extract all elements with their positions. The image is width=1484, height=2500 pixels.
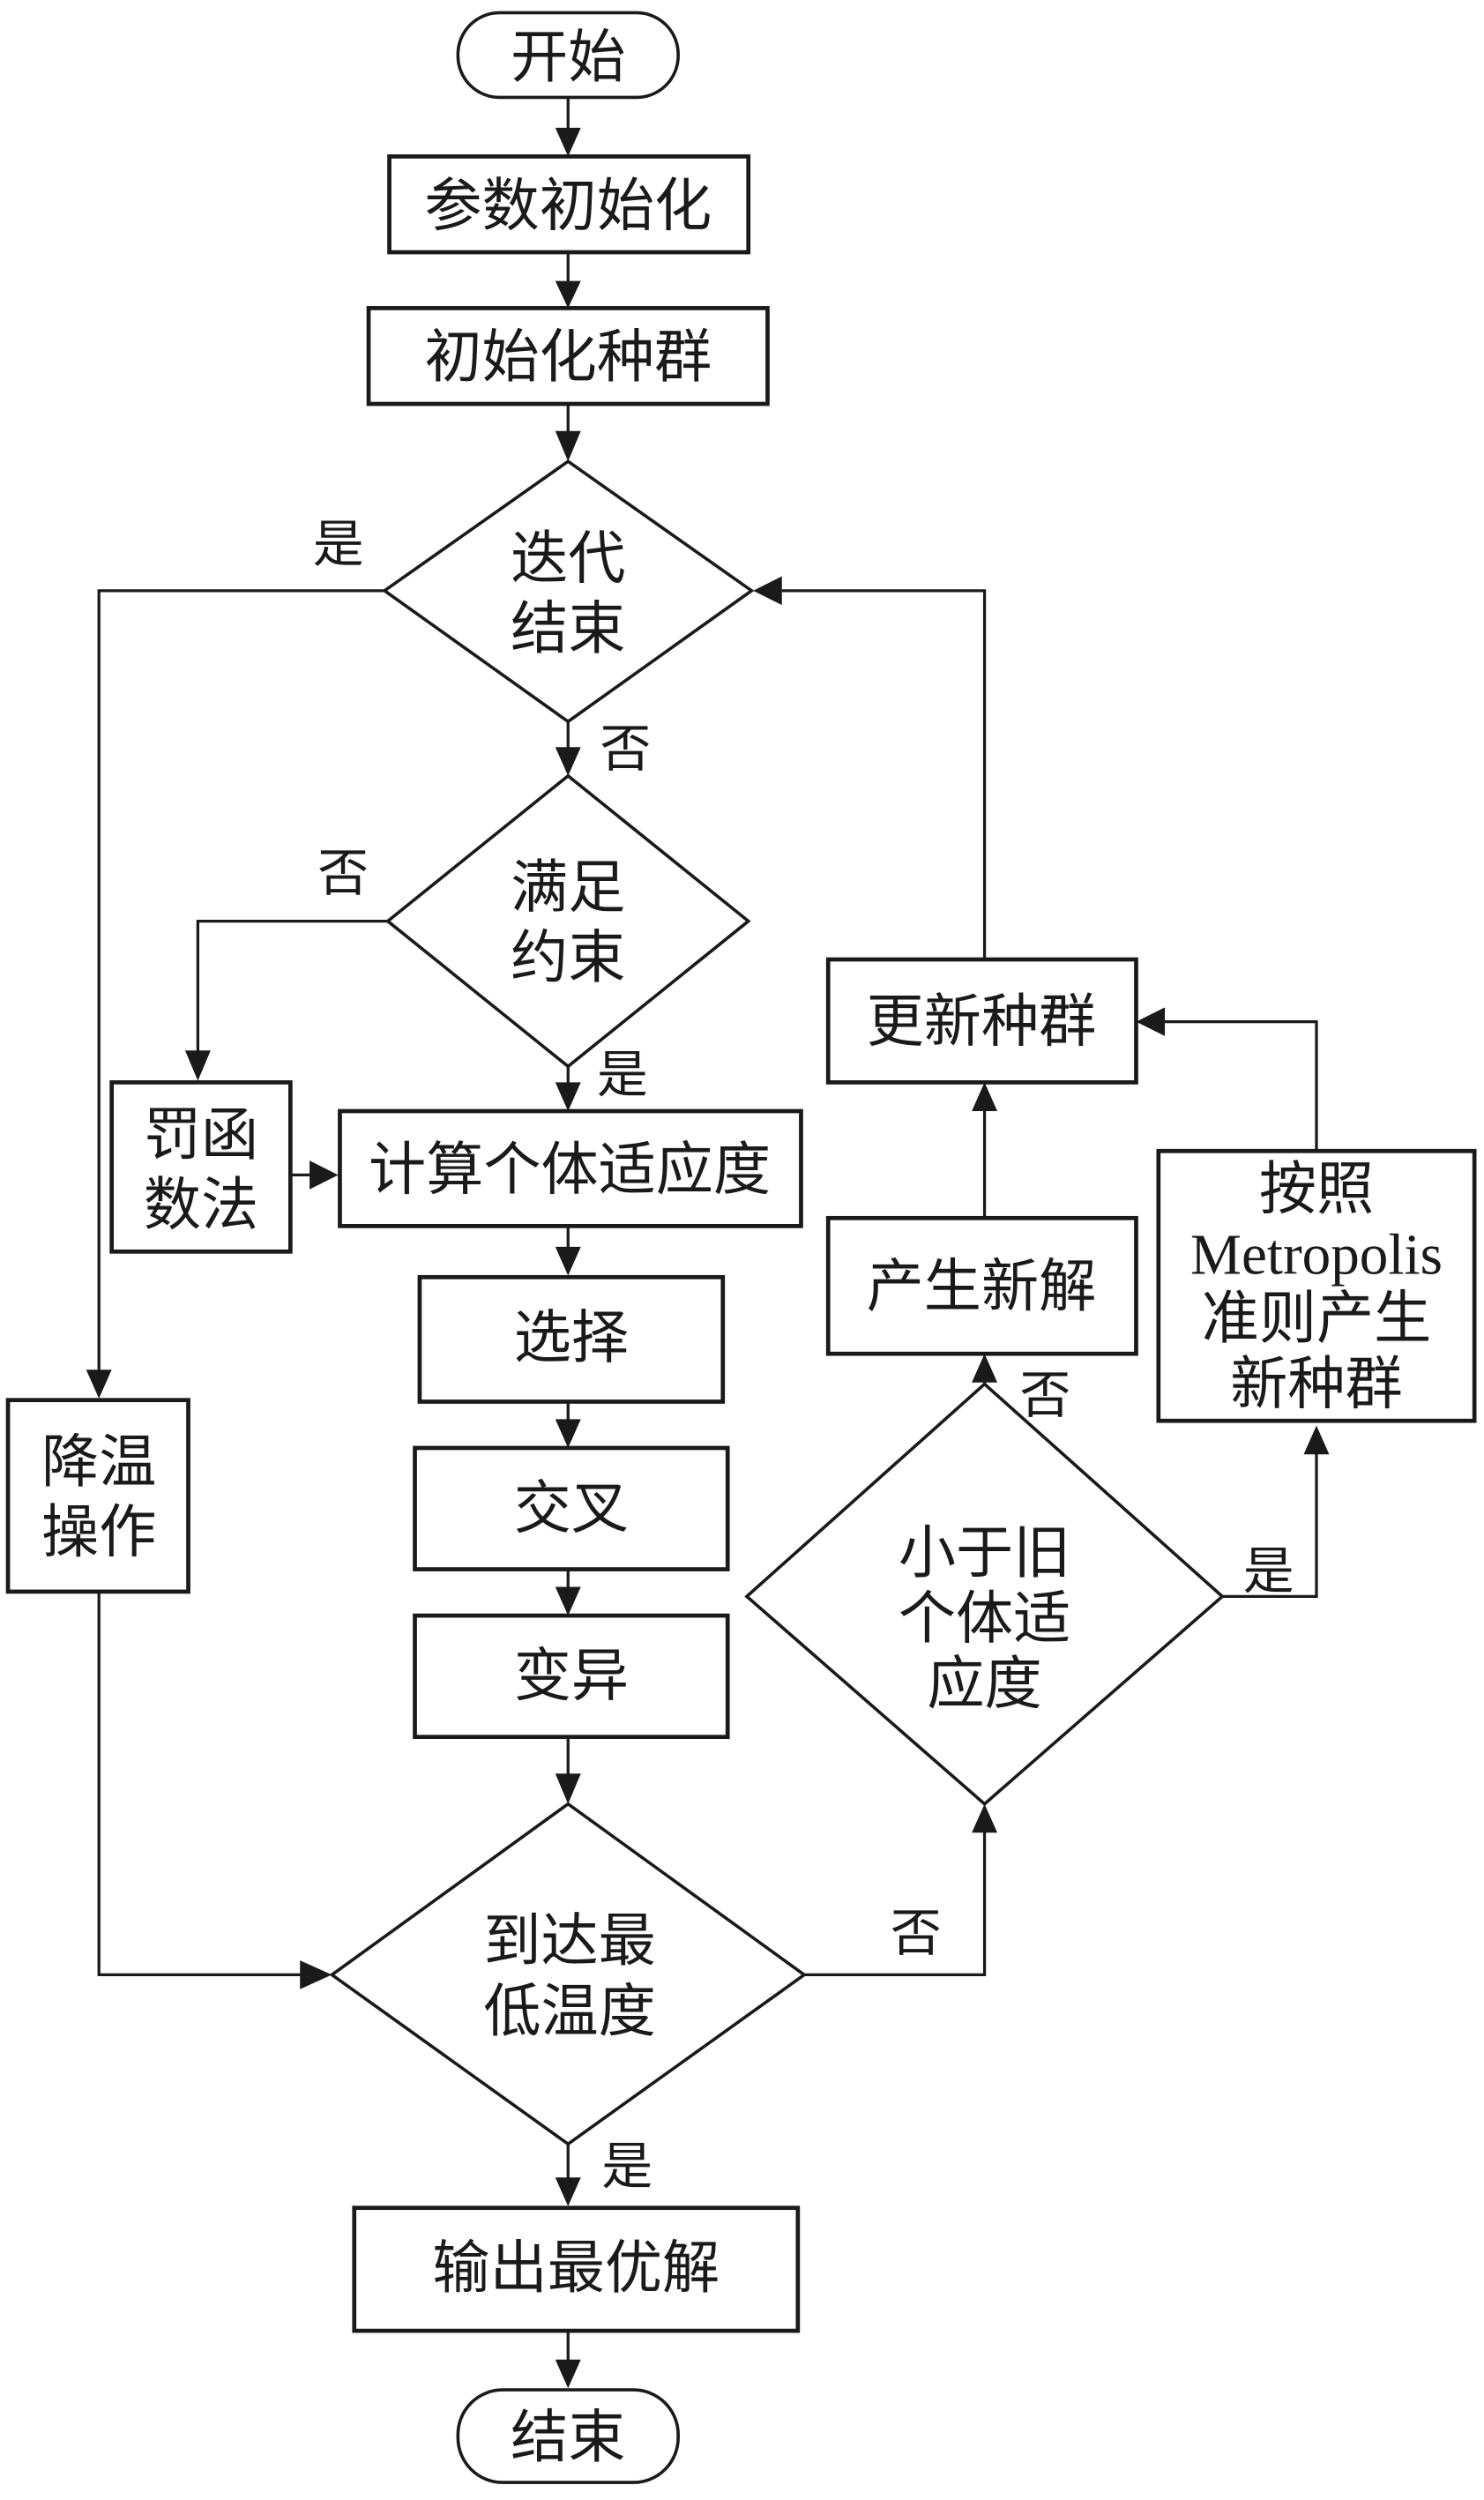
arrow-icon [555,2177,581,2206]
cooling-box [5,1398,190,1594]
constraint-line2: 约束 [511,925,625,991]
arrow-icon [1303,1425,1330,1455]
iter-end-line2: 结束 [511,596,625,662]
output-label: 输出最优解 [432,2235,720,2302]
arrow-icon [555,2359,581,2389]
arrow-icon [1136,1007,1166,1036]
arrow-icon [555,1586,581,1616]
less-than-old-decision [744,1382,1225,1807]
metropolis-line2: Metropolis [1190,1224,1443,1287]
arrow-icon [555,430,581,462]
param-init-box [387,154,751,255]
constraint-yes-label: 是 [597,1044,648,1104]
arrow-icon [555,747,581,776]
arrow-icon [972,1354,998,1383]
start-label: 开始 [511,25,625,91]
iter-end-line1: 迭代 [511,526,625,592]
arrow-icon [184,1050,211,1081]
fitness-label: 计算个体适应度 [369,1138,771,1204]
end-label: 结束 [511,2405,625,2471]
penalty-line1: 罚函 [144,1102,258,1168]
metropolis-line3: 准则产生 [1202,1286,1432,1352]
less-yes-label: 是 [1243,1541,1294,1601]
arrow-icon [972,1803,998,1833]
select-box [417,1274,726,1404]
penalty-line2: 数法 [144,1173,258,1239]
less-old-line1: 小于旧 [899,1520,1070,1586]
less-no-label: 否 [1019,1365,1070,1425]
arrow-icon [555,1773,581,1804]
arrow-icon [300,1960,332,1989]
arrow-icon [555,127,581,157]
mutation-label: 变异 [514,1644,629,1710]
temp-no-label: 否 [891,1903,942,1963]
temp-yes-label: 是 [601,2137,653,2197]
mutation-box [413,1613,730,1740]
arrow-icon [555,1419,581,1448]
cooling-line2: 操作 [41,1500,156,1566]
metropolis-line1: 按照 [1259,1156,1374,1222]
param-init-label: 参数初始化 [424,173,712,239]
end-terminal [456,2388,680,2484]
constraint-decision [384,773,751,1069]
pop-init-label: 初始化种群 [424,325,712,391]
less-old-line3: 应度 [927,1652,1041,1718]
select-label: 选择 [514,1305,629,1371]
update-pop-box [825,957,1138,1085]
constraint-line1: 满足 [511,854,625,921]
crossover-box [413,1445,730,1571]
update-pop-label: 更新种群 [867,989,1097,1055]
fitness-box [338,1108,803,1228]
min-temp-line2: 低温度 [483,1979,655,2045]
arrow-icon [309,1160,339,1190]
less-old-line2: 个体适 [899,1586,1070,1652]
iter-no-label: 否 [600,719,651,779]
arrow-icon [555,280,581,309]
arrow-icon [555,1246,581,1276]
arrow-icon [972,1082,998,1111]
min-temp-line1: 到达最 [483,1908,655,1974]
new-solution-box [825,1215,1138,1356]
constraint-no-label: 否 [317,843,369,903]
arrow-icon [753,576,782,606]
output-box [352,2205,801,2333]
iter-yes-label: 是 [313,514,364,574]
cooling-line1: 降温 [41,1429,156,1496]
arrow-icon [555,1082,581,1111]
new-solution-label: 产生新解 [867,1254,1097,1320]
crossover-label: 交叉 [514,1475,629,1541]
arrow-icon [86,1369,112,1399]
penalty-box [109,1080,293,1254]
metropolis-line4: 新种群 [1230,1351,1402,1417]
